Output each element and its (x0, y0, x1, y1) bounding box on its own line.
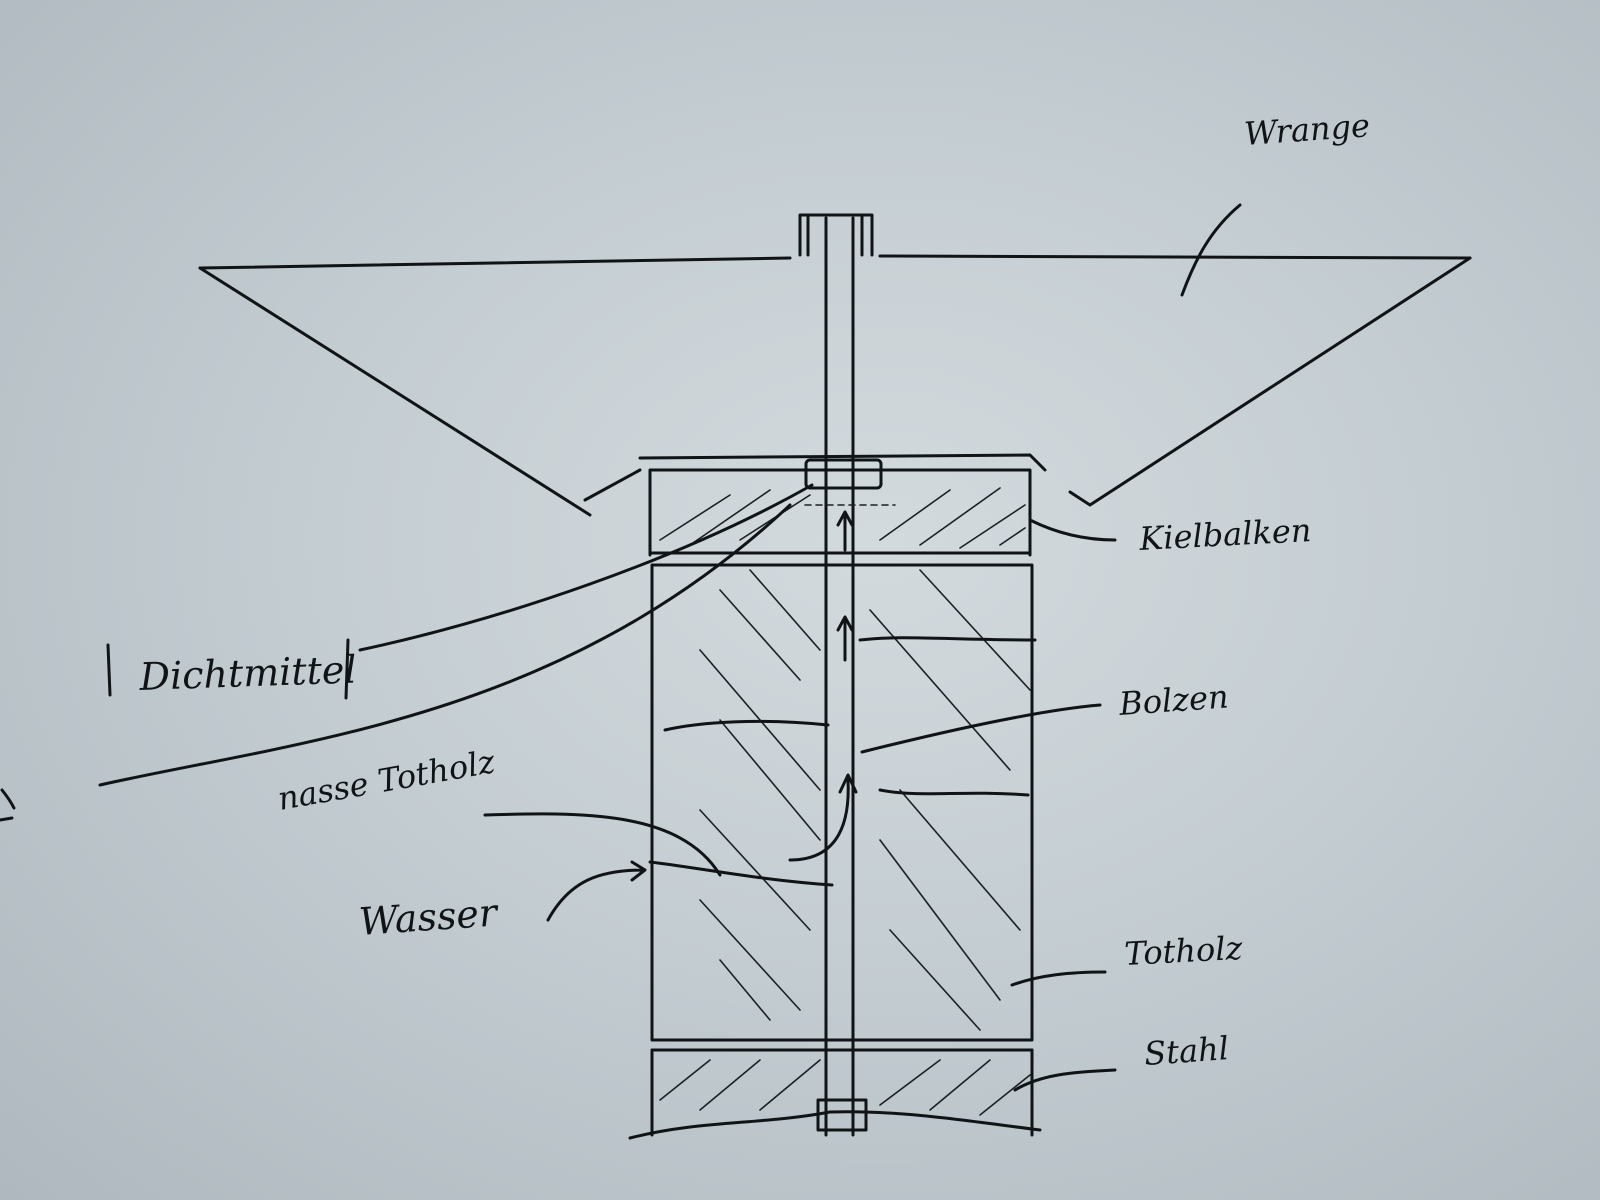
bolt-shaft (824, 216, 855, 1137)
label-nasses-totholz: nasse Totholz (275, 742, 499, 818)
stahl-outline (628, 1048, 1042, 1140)
leader-kielbalken (1028, 518, 1117, 542)
label-wrange: Wrange (1243, 106, 1371, 153)
wrange-notch-left (583, 468, 642, 502)
crack-1 (858, 636, 1037, 642)
water-flow-arrows (788, 510, 858, 862)
label-dichtmittel: Dichtmittel (138, 647, 357, 699)
leader-stahl (1013, 1068, 1117, 1092)
kielbalken-outline (638, 453, 1047, 557)
wrange-right-edge (1068, 256, 1472, 507)
kielbalken-hatch (659, 487, 1026, 549)
label-wasser: Wasser (358, 890, 502, 944)
crack-3 (878, 788, 1030, 797)
label-totholz: Totholz (1123, 929, 1244, 973)
stahl-hatch (659, 1059, 1031, 1116)
crack-4 (648, 860, 834, 887)
bolt-nut (816, 1098, 868, 1132)
totholz-outline (650, 563, 1034, 1052)
label-kielbalken: Kielbalken (1137, 511, 1312, 558)
label-bolzen: Bolzen (1117, 677, 1230, 723)
leader-dichtmittel-bracket (106, 638, 350, 700)
edge-mark (0, 788, 16, 822)
leader-totholz (1010, 970, 1107, 987)
leader-wrange (1180, 203, 1242, 297)
leader-bolt-band (98, 503, 792, 787)
wrange-top-edge (198, 254, 1472, 270)
leader-dichtmittel (358, 483, 814, 652)
crack-2 (663, 719, 830, 732)
wrange-left-edge (198, 266, 592, 517)
label-stahl: Stahl (1143, 1029, 1230, 1073)
leader-bolzen (860, 703, 1102, 754)
dichtmittel-pad (804, 458, 883, 490)
bolt-top-stub (798, 213, 874, 257)
leader-nasses-totholz (483, 812, 722, 877)
leader-wasser (546, 860, 647, 922)
